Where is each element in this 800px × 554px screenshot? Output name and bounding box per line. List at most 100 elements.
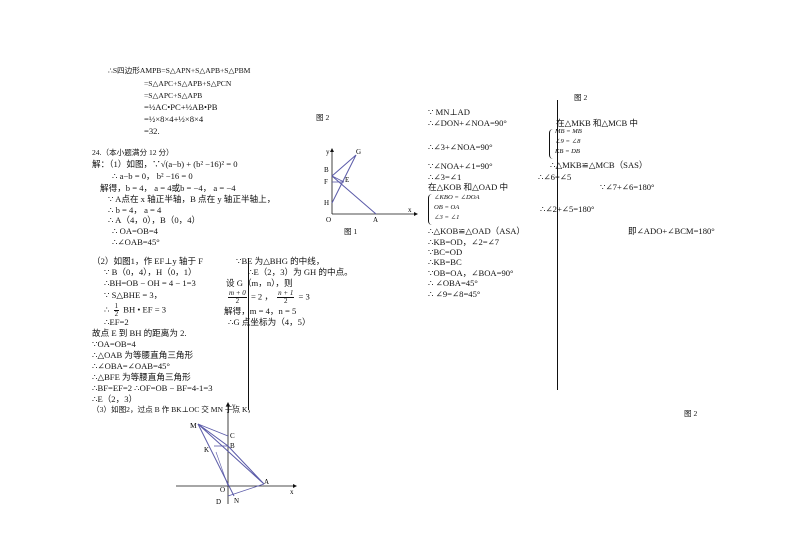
part1-line-f: ∴ A（4，0），B（0，4） [108, 215, 201, 225]
frac-n-den: 2 [284, 297, 288, 305]
mid-line-a: ∵BE 为△BHG 的中线， [236, 256, 325, 266]
therefore-symbol: ∴ [104, 304, 110, 315]
part2-line-b: ∵ B（0，4），H（0，1） [104, 267, 197, 277]
area-sum-line5: =½×8×4+½×8×4 [144, 114, 204, 124]
fig2-line-ok [215, 451, 229, 487]
right-line-7: ∴△KOB≌△OAD（ASA） [428, 226, 526, 236]
fig1-label-x: x [408, 206, 412, 214]
fig2-line-da [227, 483, 265, 497]
right-col2-line-6: 即∠ADO+∠BCM=180° [628, 226, 715, 236]
fig1-label-b: B [324, 166, 329, 174]
right-col2-line-4: ∵∠7+∠6=180° [600, 182, 655, 192]
right-line-6: 在△KOB 和△OAD 中 [428, 182, 509, 192]
figure-1: G B F E H O A y x [324, 148, 418, 224]
fig1-y-arrow [330, 148, 334, 152]
right-col2-line-1a: MB = MB [555, 128, 582, 135]
figure-caption-fig2-c: 图 2 [684, 409, 698, 418]
fig1-line-hgb [331, 154, 357, 204]
fig1-label-a: A [373, 216, 378, 224]
fig2-label-n: N [234, 497, 239, 505]
part3-line-a: （3）如图2，过点 B 作 BK⊥OC 交 MN 于点 K， [92, 405, 256, 414]
right-line-4: ∵∠NOA+∠1=90° [428, 161, 493, 171]
right-line-5: ∴∠3=∠1 [428, 172, 462, 182]
right-line-6a: ∠KBO = ∠DOA [434, 194, 480, 201]
fig2-line-mn [197, 423, 235, 497]
part1-line-h: ∴∠OAB=45° [112, 237, 160, 247]
right-col2-line-2: ∴△MKB≌△MCB（SAS） [550, 160, 648, 170]
fig1-label-g: G [356, 148, 361, 156]
figure-caption-fig1: 图 1 [344, 227, 358, 236]
right-line-2: ∴∠DON+∠NOA=90° [428, 118, 507, 128]
part2-line-c: ∴BH=OB − OH = 4 − 1=3 [104, 278, 196, 288]
fig1-label-f: F [324, 178, 328, 186]
area-equation: BH • EF = 3 [123, 304, 166, 315]
mid-line-e: 解得，m = 4，n = 5 [224, 306, 297, 316]
part2-line-k: ∴△BFE 为等腰直角三角形 [92, 372, 191, 382]
brace-kob-oad [428, 194, 433, 225]
fig2-triangle-mba [197, 423, 265, 485]
column-divider-left [248, 258, 249, 410]
area-sum-line2: =S△APC+S△APB+S△PCN [144, 79, 232, 88]
part2-line-a: （2）如图1，作 EF⊥y 轴于 F [92, 256, 203, 266]
fig1-line-be [331, 175, 345, 183]
right-col2-line-5: ∴∠2+∠5=180° [540, 204, 595, 214]
area-sum-line1: ∴S四边形AMPB=S△APN+S△APB+S△PBM [108, 66, 251, 75]
fig2-label-m: M [190, 421, 197, 430]
fig1-label-h: H [324, 199, 329, 207]
part2-line-i: ∴△OAB 为等腰直角三角形 [92, 350, 194, 360]
figure-caption-fig2-a: 图 2 [316, 113, 330, 122]
part2-line-m: ∴E（2，3） [92, 394, 138, 404]
part1-line-b: ∴ a−b = 0， b² −16 = 0 [112, 171, 193, 181]
right-line-6c: ∠3 = ∠1 [434, 214, 460, 221]
right-line-6b: OB = OA [434, 204, 460, 211]
right-col2-line-3: ∴∠6=∠5 [538, 172, 572, 182]
part1-line-a: 解：（1）如图，∵√(a−b) + (b² −16)² = 0 [92, 159, 238, 169]
fig2-label-o: O [220, 486, 225, 494]
fig2-y-arrow [226, 402, 230, 406]
frac-n-rhs: = 3 [298, 291, 310, 302]
figure-2: M C B K O A D N y x [176, 402, 297, 506]
part2-line-d: ∵ S△BHE = 3， [104, 290, 163, 300]
half-den: 2 [114, 310, 119, 318]
figure-caption-fig2-b: 图 2 [574, 93, 588, 102]
right-col2-line-1c: KB = DB [555, 148, 580, 155]
right-line-13: ∴ ∠9=∠8=45° [428, 289, 481, 299]
fig2-label-k: K [204, 446, 209, 454]
frac-m-num: m + 0 [228, 289, 247, 298]
fig1-label-e: E [345, 176, 349, 184]
fig1-label-y: y [326, 148, 330, 156]
fig2-label-c: C [230, 432, 235, 440]
frac-m-rhs: = 2 [250, 291, 263, 302]
fig2-line-cm [197, 423, 229, 437]
fig1-label-o: O [326, 216, 331, 224]
fig2-label-b: B [230, 442, 235, 450]
part1-line-d: ∵ A点在 x 轴正半轴，B 点在 y 轴正半轴上， [108, 194, 276, 204]
half-num: 1 [113, 302, 120, 311]
right-line-1: ∵ MN⊥AD [428, 107, 470, 117]
right-line-3: ∴∠3+∠NOA=90° [428, 142, 493, 152]
frac-n-num: n + 1 [277, 289, 295, 298]
right-line-12: ∴ ∠OBA=45° [428, 278, 478, 288]
mid-line-f: ∴G 点坐标为（4，5） [228, 317, 311, 327]
part2-line-h: ∵OA=OB=4 [92, 339, 136, 349]
right-line-8: ∴KB=OD，∠2=∠7 [428, 237, 500, 247]
area-sum-line6: =32. [144, 126, 160, 136]
fig2-label-x: x [290, 488, 294, 496]
fig2-label-d: D [216, 498, 221, 506]
area-sum-line3: =S△APC+S△APB [144, 91, 203, 100]
fig2-label-y: y [232, 402, 236, 410]
question-heading: 24.（本小题满分 12 分） [92, 148, 174, 157]
part2-line-l: ∴BF=EF=2 ∴OF=OB − BF=4-1=3 [92, 383, 213, 393]
part2-line-f: ∴EF=2 [104, 317, 129, 327]
part1-line-c: 解得，b = 4， a = 4或b = −4， a = −4 [100, 183, 236, 193]
column-divider-right [557, 100, 558, 390]
right-col2-line-1: 在△MKB 和△MCB 中 [556, 118, 638, 128]
part2-line-g: 故点 E 到 BH 的距离为 2. [92, 328, 187, 338]
frac-separator: ， [264, 291, 273, 302]
mid-line-b: ∴E（2，3）为 GH 的中点。 [248, 267, 353, 277]
